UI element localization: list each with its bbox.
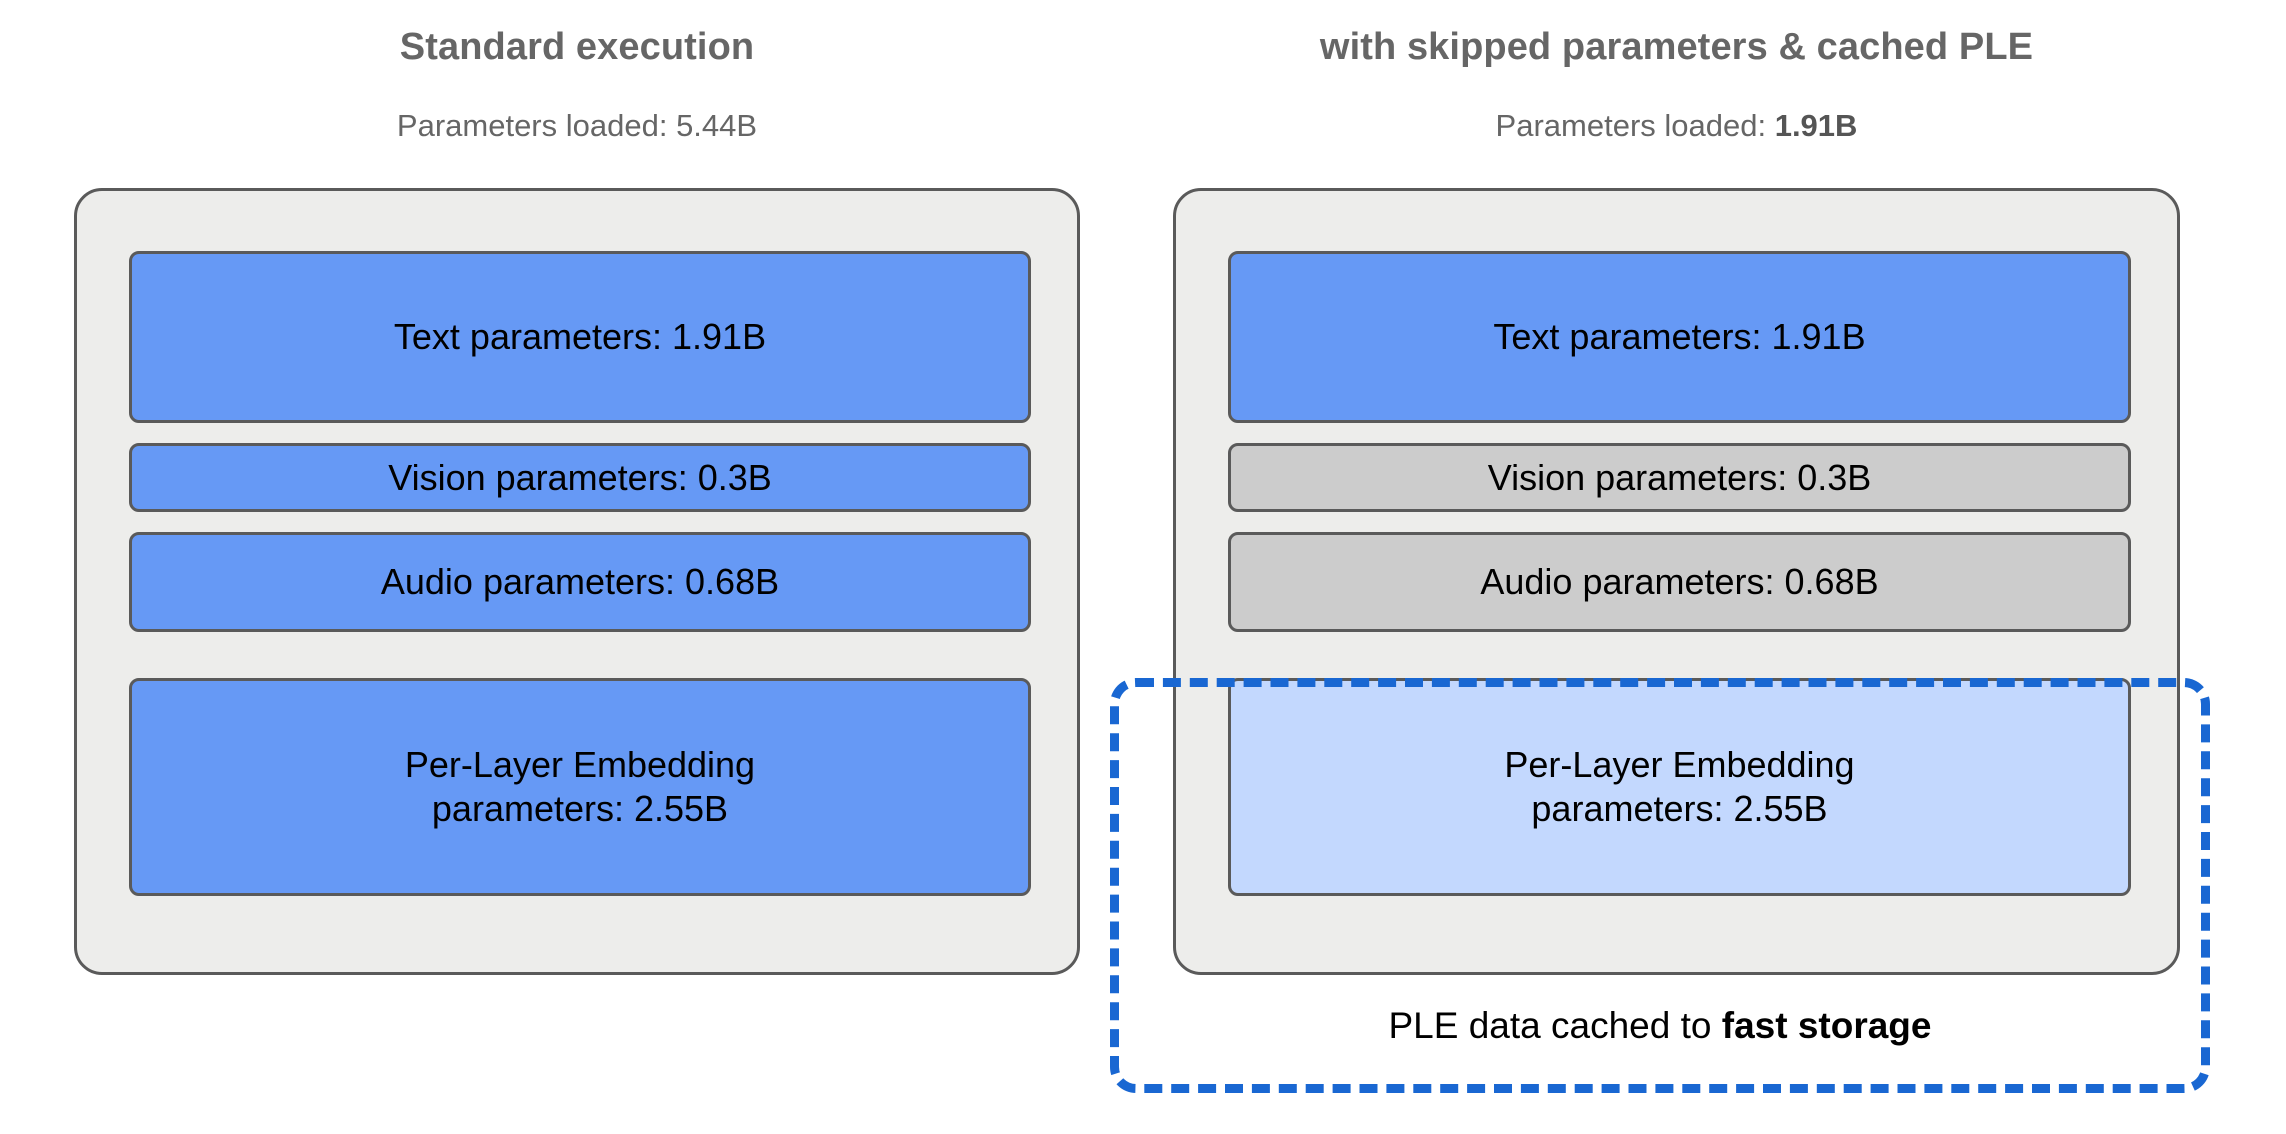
param-block-text-optimized-label: Text parameters: 1.91B: [1493, 316, 1866, 358]
param-block-vision-standard-label: Vision parameters: 0.3B: [388, 456, 772, 498]
param-block-audio-optimized: Audio parameters: 0.68B: [1228, 532, 2131, 632]
param-block-text-standard: Text parameters: 1.91B: [129, 251, 1031, 423]
column-title-standard: Standard execution: [399, 26, 755, 68]
column-subtitle-optimized: Parameters loaded: 1.91B: [1173, 110, 2180, 141]
parameters-loaded-label-optimized: Parameters loaded:: [1495, 108, 1775, 143]
cached-ple-caption-emphasis: fast storage: [1721, 1005, 1932, 1046]
cached-ple-caption-prefix: PLE data cached to: [1388, 1005, 1722, 1046]
param-block-ple-optimized-label-line1: Per-Layer Embedding: [1504, 744, 1855, 786]
model-card-standard: Text parameters: 1.91B Vision parameters…: [74, 188, 1080, 975]
parameters-loaded-value-optimized: 1.91B: [1774, 108, 1858, 143]
param-block-ple-optimized-label: Per-Layer Embedding parameters: 2.55B: [1504, 743, 1854, 831]
param-block-ple-optimized-label-line2: parameters: 2.55B: [1531, 788, 1828, 829]
param-block-ple-standard: Per-Layer Embedding parameters: 2.55B: [129, 678, 1031, 896]
param-block-vision-optimized: Vision parameters: 0.3B: [1228, 443, 2131, 512]
param-block-audio-standard: Audio parameters: 0.68B: [129, 532, 1031, 632]
param-block-text-optimized: Text parameters: 1.91B: [1228, 251, 2131, 423]
param-block-ple-standard-label-line2: parameters: 2.55B: [431, 788, 729, 829]
parameters-loaded-label-standard: Parameters loaded:: [396, 108, 677, 143]
column-title-optimized: with skipped parameters & cached PLE: [1319, 26, 2034, 68]
model-card-optimized: Text parameters: 1.91B Vision parameters…: [1173, 188, 2180, 975]
parameters-loaded-value-standard: 5.44B: [676, 108, 758, 143]
param-block-audio-standard-label: Audio parameters: 0.68B: [380, 561, 780, 603]
param-block-text-standard-label: Text parameters: 1.91B: [393, 316, 767, 358]
param-block-ple-standard-label: Per-Layer Embedding parameters: 2.55B: [405, 743, 755, 831]
param-block-audio-optimized-label: Audio parameters: 0.68B: [1480, 561, 1879, 603]
param-block-vision-standard: Vision parameters: 0.3B: [129, 443, 1031, 512]
param-block-ple-optimized: Per-Layer Embedding parameters: 2.55B: [1228, 678, 2131, 896]
param-block-vision-optimized-label: Vision parameters: 0.3B: [1487, 456, 1872, 498]
column-subtitle-standard: Parameters loaded: 5.44B: [74, 110, 1080, 141]
param-block-ple-standard-label-line1: Per-Layer Embedding: [404, 744, 756, 786]
cached-ple-caption: PLE data cached to fast storage: [1110, 1007, 2210, 1044]
